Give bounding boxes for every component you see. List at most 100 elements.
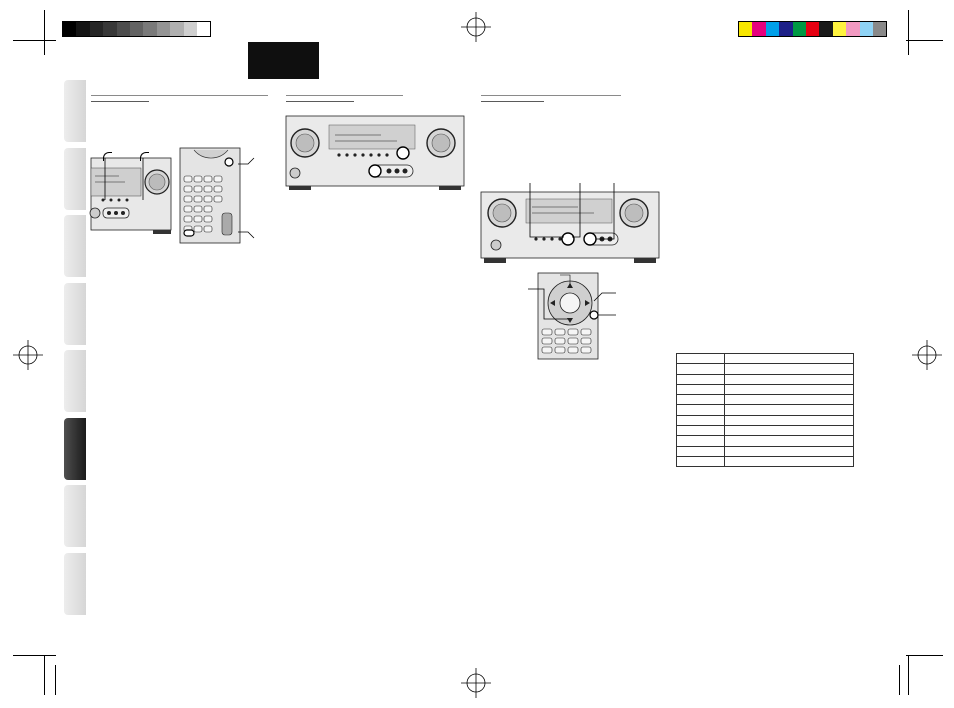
- remote-button-shape: [183, 195, 193, 203]
- calibration-swatch: [170, 22, 184, 36]
- table-cell: [676, 414, 725, 427]
- section-rule: [91, 95, 268, 96]
- calibration-swatch: [129, 22, 144, 36]
- table-row: [676, 394, 854, 406]
- table-cell: [676, 394, 725, 406]
- table-cell: [676, 445, 725, 457]
- table-row: [676, 445, 854, 457]
- remote-button-shape: [183, 175, 193, 183]
- callout-marker: [103, 152, 112, 161]
- front-panel-button-dot: [361, 153, 365, 157]
- remote-illustration-icon: [528, 272, 616, 360]
- remote-button-shape: [554, 337, 566, 345]
- chapter-tab[interactable]: [64, 350, 86, 412]
- remote-button-shape: [554, 346, 566, 354]
- remote-button-shape: [541, 337, 553, 345]
- receiver-illustration-icon: [285, 115, 465, 190]
- remote-button-shape: [213, 195, 223, 203]
- remote-button-shape: [567, 346, 579, 354]
- registration-mark-icon: [461, 12, 491, 42]
- chapter-tab[interactable]: [64, 485, 86, 547]
- table-cell: [676, 352, 725, 365]
- remote-button-shape: [203, 185, 213, 193]
- table-cell: [724, 383, 854, 396]
- calibration-swatch: [196, 22, 211, 36]
- registration-mark-icon: [13, 340, 43, 370]
- front-panel-button-dot: [558, 237, 562, 241]
- calibration-swatch: [143, 22, 157, 36]
- calibration-swatch: [859, 22, 873, 36]
- remote-button-shape: [203, 175, 213, 183]
- remote-button-shape: [193, 175, 203, 183]
- calibration-swatch: [739, 22, 753, 36]
- calibration-swatch: [63, 22, 77, 36]
- remote-button-shape: [213, 175, 223, 183]
- calibration-swatch: [805, 22, 820, 36]
- registration-mark-icon: [912, 340, 942, 370]
- remote-button-shape: [541, 328, 553, 336]
- table-cell: [724, 455, 854, 468]
- callout-lines: [238, 157, 255, 239]
- table-cell: [676, 373, 725, 385]
- table-cell: [724, 394, 854, 406]
- front-panel-button-dot: [542, 237, 546, 241]
- table-cell: [724, 425, 854, 437]
- calibration-swatch: [792, 22, 806, 36]
- remote-button-shape: [203, 205, 213, 213]
- table-cell: [676, 435, 725, 447]
- section-subrule: [91, 101, 149, 102]
- table-cell: [724, 363, 854, 375]
- chapter-tab[interactable]: [64, 552, 86, 615]
- front-panel-button-dot: [385, 153, 389, 157]
- table-row: [676, 425, 854, 437]
- chapter-tab[interactable]: [64, 147, 86, 210]
- remote-button-shape: [567, 337, 579, 345]
- table-cell: [676, 404, 725, 416]
- remote-button-shape: [183, 205, 193, 213]
- remote-button-shape: [183, 215, 193, 223]
- callout-marker: [140, 152, 149, 161]
- front-panel-button-dot: [337, 153, 341, 157]
- table-row: [676, 435, 854, 447]
- remote-illustration-icon: [179, 147, 241, 244]
- remote-button-shape: [580, 328, 592, 336]
- remote-button-shape: [183, 185, 193, 193]
- remote-button-shape: [193, 205, 203, 213]
- front-panel-button-dot: [353, 153, 357, 157]
- table-cell: [724, 445, 854, 457]
- remote-button-shape: [554, 328, 566, 336]
- settings-table: [676, 352, 854, 468]
- remote-button-shape: [580, 346, 592, 354]
- table-cell: [676, 455, 725, 468]
- calibration-swatch: [89, 22, 104, 36]
- table-row: [676, 352, 854, 365]
- remote-button-shape: [193, 225, 203, 233]
- chapter-tab[interactable]: [64, 80, 86, 142]
- chapter-tab[interactable]: [64, 282, 86, 345]
- table-cell: [724, 404, 854, 416]
- table-row: [676, 383, 854, 396]
- calibration-swatch: [156, 22, 171, 36]
- remote-button-shape: [580, 337, 592, 345]
- table-row: [676, 404, 854, 416]
- remote-button-shape: [541, 346, 553, 354]
- calibration-swatch: [752, 22, 766, 36]
- chapter-tab[interactable]: [64, 417, 86, 480]
- calibration-swatch: [832, 22, 847, 36]
- table-row: [676, 363, 854, 375]
- section-subrule: [481, 101, 544, 102]
- table-cell: [724, 414, 854, 427]
- table-row: [676, 455, 854, 468]
- calibration-swatch: [846, 22, 860, 36]
- section-subrule: [286, 101, 354, 102]
- chapter-tab[interactable]: [64, 215, 86, 277]
- calibration-swatch: [819, 22, 833, 36]
- calibration-swatch: [779, 22, 793, 36]
- front-panel-button-dot: [550, 237, 554, 241]
- remote-button-shape: [567, 328, 579, 336]
- calibration-swatch: [183, 22, 197, 36]
- remote-button-shape: [193, 185, 203, 193]
- receiver-illustration-icon: [89, 157, 172, 234]
- front-panel-button-dot: [377, 153, 381, 157]
